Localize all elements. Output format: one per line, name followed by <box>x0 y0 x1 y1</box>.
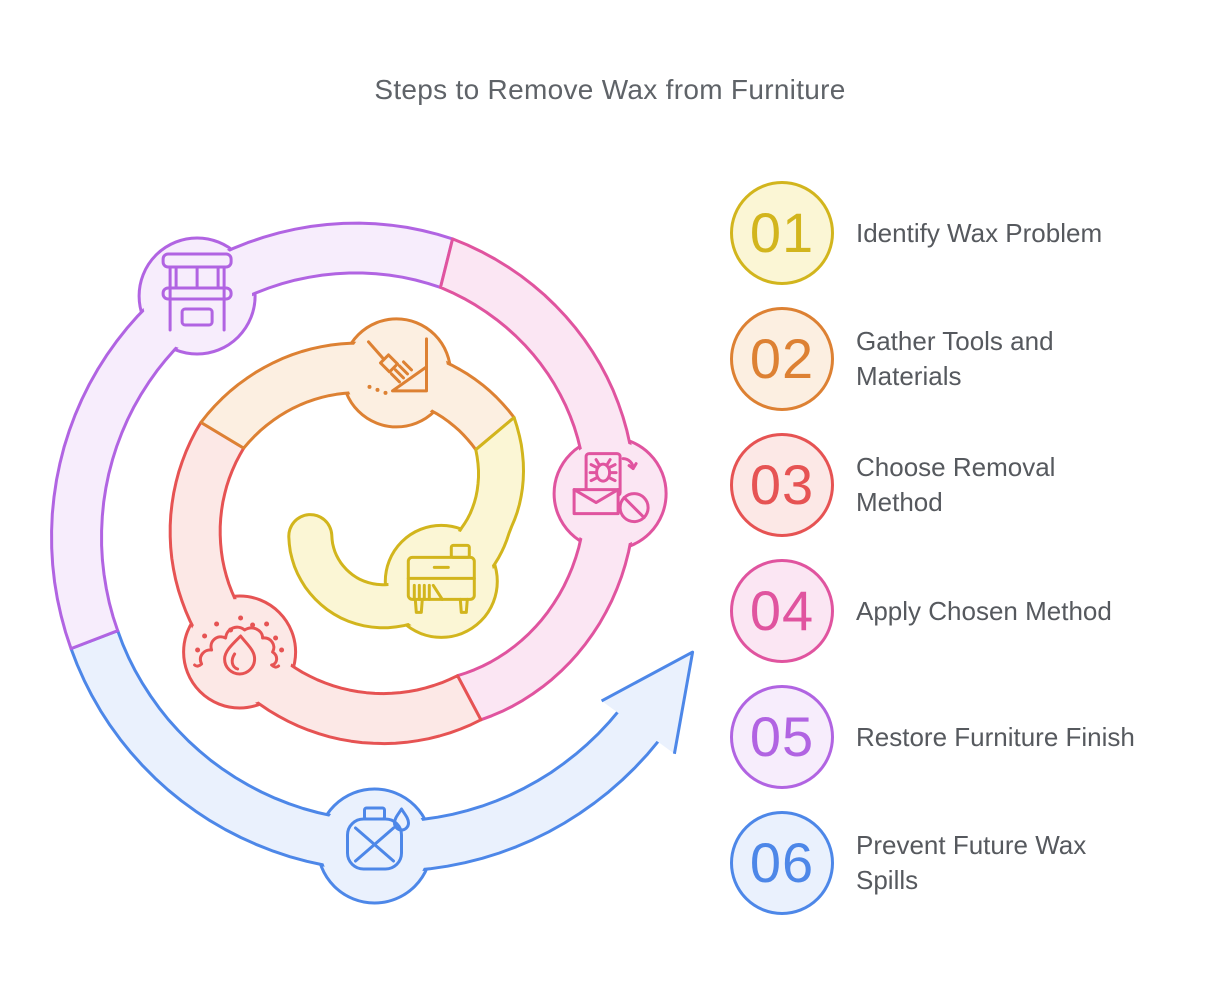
step-list: 01 Identify Wax Problem 02 Gather Tools … <box>730 181 1144 915</box>
spiral-segment-4 <box>439 237 668 722</box>
spiral-segment-2 <box>199 317 516 452</box>
canteen-water-drop-icon <box>346 806 410 871</box>
step-label: Prevent Future Wax Spills <box>856 830 1087 895</box>
step-number-badge: 03 <box>730 433 834 537</box>
step-item: 06 Prevent Future Wax Spills <box>730 811 1144 915</box>
step-number-badge: 04 <box>730 559 834 663</box>
step-label: Identify Wax Problem <box>856 217 1103 248</box>
step-label: Restore Furniture Finish <box>856 721 1135 752</box>
hand-brush-dustpan-icon <box>367 337 428 395</box>
step-item: 05 Restore Furniture Finish <box>730 685 1144 789</box>
step-item: 03 Choose Removal Method <box>730 433 1144 537</box>
step-number-badge: 06 <box>730 811 834 915</box>
step-label: Choose Removal Method <box>856 452 1056 517</box>
step-number-badge: 01 <box>730 181 834 285</box>
step-number-badge: 02 <box>730 307 834 411</box>
step-item: 01 Identify Wax Problem <box>730 181 1144 285</box>
spiral-diagram <box>50 221 695 905</box>
step-label: Gather Tools and Materials <box>856 326 1054 391</box>
flow-arrow <box>600 650 695 755</box>
step-item: 04 Apply Chosen Method <box>730 559 1144 663</box>
step-number-badge: 05 <box>730 685 834 789</box>
bug-mail-blocked-icon <box>572 452 650 524</box>
sideboard-furniture-icon <box>406 543 476 614</box>
furniture-hutch-icon <box>161 252 233 332</box>
step-item: 02 Gather Tools and Materials <box>730 307 1144 411</box>
step-label: Apply Chosen Method <box>856 595 1112 626</box>
spiral-segment-6 <box>69 629 695 905</box>
flame-icon <box>193 615 285 676</box>
page-title: Steps to Remove Wax from Furniture <box>374 74 846 105</box>
